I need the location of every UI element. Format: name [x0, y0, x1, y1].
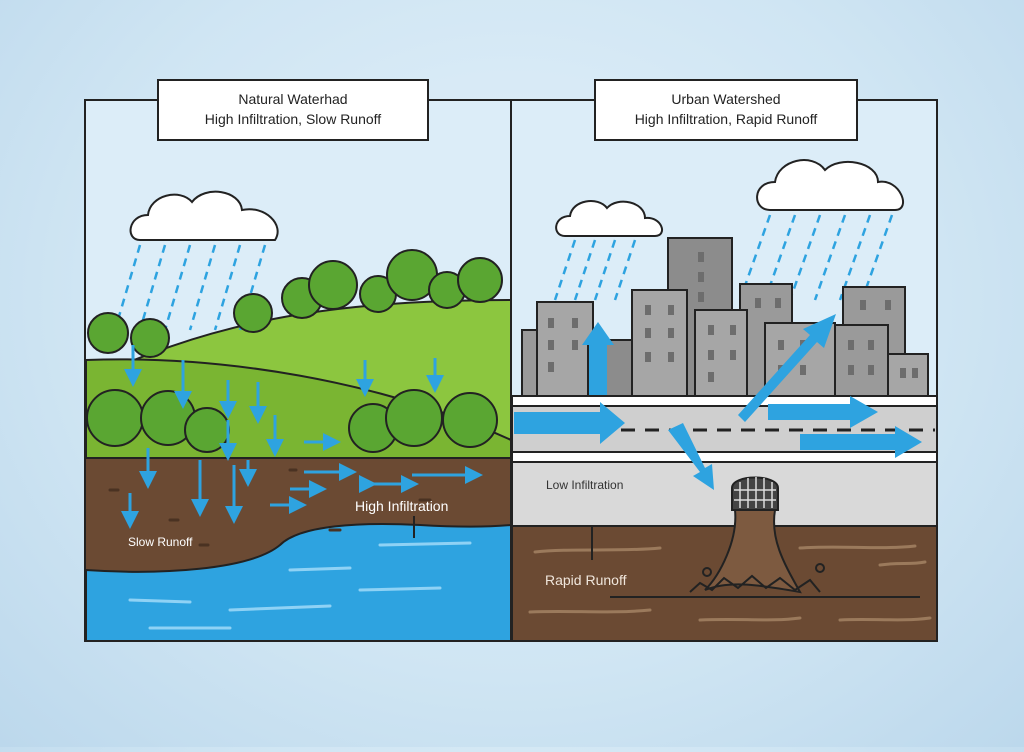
urban-subtitle: High Infiltration, Rapid Runoff	[635, 111, 818, 127]
rain-urban	[553, 214, 894, 301]
low-infiltration-label: Low Infiltration	[546, 478, 623, 492]
trees-front	[86, 389, 498, 453]
trees-back	[87, 249, 503, 358]
river	[86, 523, 511, 641]
natural-subtitle: High Infiltration, Slow Runoff	[205, 111, 381, 127]
natural-title: Natural Waterhad	[238, 91, 347, 107]
storm-drain-grate	[731, 476, 779, 511]
cloud-icon	[555, 200, 664, 237]
runoff-arrows	[514, 314, 922, 490]
urban-title: Urban Watershed	[671, 91, 780, 107]
urban-title-box: Urban Watershed High Infiltration, Rapid…	[594, 79, 858, 141]
pavement-layer	[512, 461, 937, 527]
natural-panel: High Infiltration Slow Runoff	[86, 100, 511, 641]
urban-panel: Low Infiltration Rapid Runoff	[512, 100, 937, 641]
cloud-icon	[756, 159, 905, 211]
slow-runoff-label: Slow Runoff	[128, 535, 193, 549]
high-infiltration-label: High Infiltration	[355, 498, 448, 514]
cloud-icon	[129, 190, 279, 241]
infiltration-arrows	[121, 345, 483, 529]
rapid-runoff-label: Rapid Runoff	[545, 572, 627, 588]
natural-title-box: Natural Waterhad High Infiltration, Slow…	[157, 79, 429, 141]
